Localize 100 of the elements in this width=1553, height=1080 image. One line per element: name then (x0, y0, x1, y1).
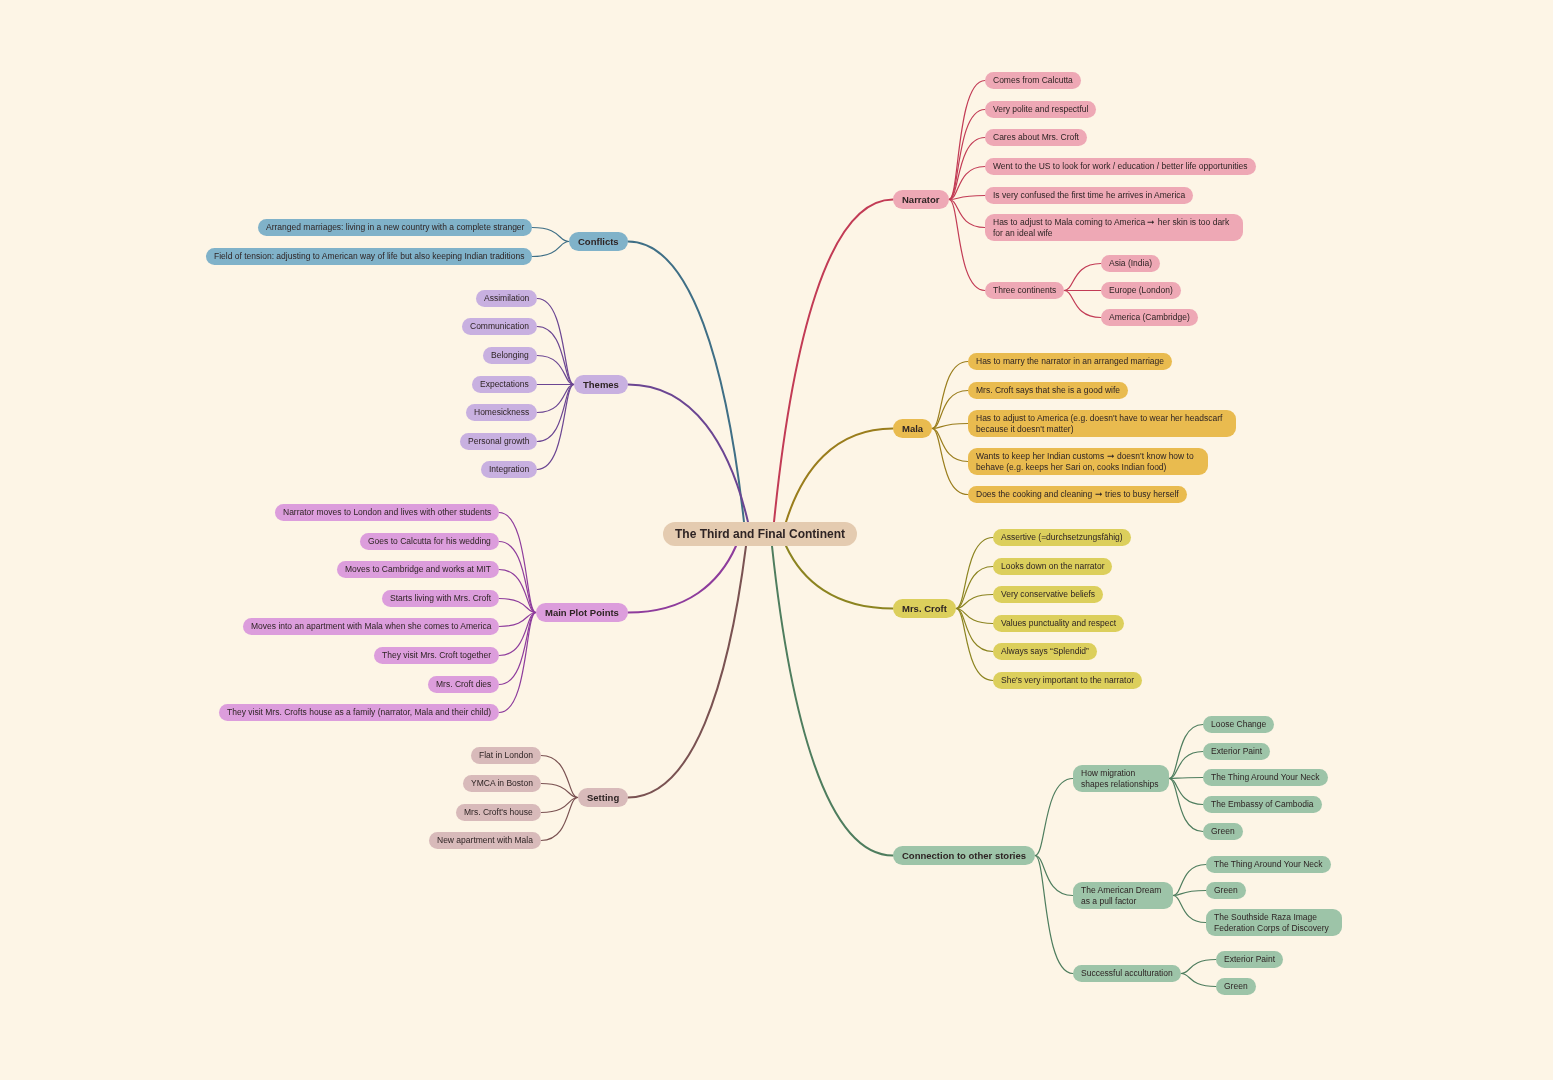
connector-line (1168, 723, 1204, 780)
subtopic: Goes to Calcutta for his wedding (360, 533, 499, 550)
branch-topic: Themes (574, 375, 628, 394)
connector-line (948, 198, 986, 292)
connector-line (531, 226, 570, 243)
subtopic: Exterior Paint (1216, 951, 1284, 968)
subtopic: Personal growth (460, 433, 538, 450)
connector-line (955, 565, 994, 610)
connector-line (773, 198, 894, 523)
subtopic: Three continents (985, 282, 1065, 299)
subtopic: Wants to keep her Indian customs ➞ doesn't know how to behave (e.g. keeps her Sari on, cooks Indian food) (968, 448, 1208, 476)
branch-topic: Mala (893, 419, 933, 438)
connector-line (498, 568, 537, 614)
connector-line (498, 611, 537, 628)
subtopic: Exterior Paint (1203, 743, 1271, 760)
branch-topic: Setting (578, 788, 629, 807)
connector-line (955, 536, 994, 610)
subtopic: The Embassy of Cambodia (1203, 796, 1322, 813)
subtopic: The American Dream as a pull factor (1073, 882, 1173, 910)
subtopic: Assertive (=durchsetzungsfähig) (993, 529, 1131, 546)
connector-line (771, 545, 894, 857)
connector-line (540, 754, 579, 799)
connector-line (627, 383, 749, 523)
subtopic: Has to adjust to America (e.g. doesn't have to wear her headscarf because it doesn't matter) (968, 410, 1236, 438)
connector-line (1034, 854, 1074, 975)
subtopic: Homesickness (466, 404, 538, 421)
branch-topic: Mrs. Croft (893, 599, 956, 618)
connector-line (627, 240, 745, 523)
subtopic: Successful acculturation (1073, 965, 1181, 982)
subtopic: The Thing Around Your Neck (1203, 769, 1328, 786)
subtopic: Has to adjust to Mala coming to America ➞ her skin is too dark for an ideal wife (985, 214, 1243, 242)
branch-topic: Connection to other stories (893, 846, 1036, 865)
subtopic: They visit Mrs. Crofts house as a family (narrator, Mala and their child) (219, 704, 500, 721)
subtopic: Mrs. Croft's house (456, 804, 541, 821)
subtopic: The Southside Raza Image Federation Corps of Discovery (1206, 909, 1342, 937)
connector-line (955, 607, 994, 625)
subtopic: Flat in London (471, 747, 541, 764)
subtopic: Narrator moves to London and lives with other students (275, 504, 500, 521)
subtopic: YMCA in Boston (463, 775, 541, 792)
subtopic: She's very important to the narrator (993, 672, 1142, 689)
connector-line (948, 165, 986, 201)
branch-topic: Conflicts (569, 232, 628, 251)
subtopic: Green (1206, 882, 1246, 899)
subtopic: Always says “Splendid” (993, 643, 1097, 660)
subtopic: Went to the US to look for work / education / better life opportunities (985, 158, 1256, 175)
subtopic: New apartment with Mala (429, 832, 541, 849)
subtopic: Mrs. Croft says that she is a good wife (968, 382, 1129, 399)
subtopic: Arranged marriages: living in a new country with a complete stranger (258, 219, 533, 236)
branch-topic: Narrator (893, 190, 949, 209)
connector-line (540, 782, 579, 799)
connector-line (931, 422, 969, 430)
subtopic: Communication (462, 318, 538, 335)
connector-line (627, 545, 737, 614)
connector-line (931, 360, 969, 430)
connector-line (785, 545, 894, 610)
subtopic: Moves into an apartment with Mala when she comes to America (243, 618, 500, 635)
subtopic: Field of tension: adjusting to American way of life but also keeping Indian traditions (206, 248, 533, 265)
subtopic: Does the cooking and cleaning ➞ tries to busy herself (968, 486, 1187, 503)
connector-line (1172, 863, 1207, 897)
connector-line (1172, 894, 1207, 924)
connector-line (1168, 777, 1204, 806)
subtopic: Europe (London) (1101, 282, 1181, 299)
subtopic: They visit Mrs. Croft together (374, 647, 500, 664)
connector-line (785, 427, 894, 523)
connector-line (498, 597, 537, 614)
subtopic: Looks down on the narrator (993, 558, 1113, 575)
subtopic: Loose Change (1203, 716, 1275, 733)
subtopic: America (Cambridge) (1101, 309, 1198, 326)
subtopic: Integration (481, 461, 538, 478)
connector-line (948, 79, 986, 201)
connector-line (1180, 972, 1217, 988)
subtopic: Mrs. Croft dies (428, 676, 500, 693)
connector-line (955, 607, 994, 682)
connector-line (1034, 854, 1074, 897)
subtopic: Is very confused the first time he arrives in America (985, 187, 1194, 204)
subtopic: Green (1203, 823, 1243, 840)
subtopic: Green (1216, 978, 1256, 995)
central-topic: The Third and Final Continent (663, 522, 857, 546)
connector-line (536, 325, 575, 386)
subtopic: Belonging (483, 347, 537, 364)
connector-line (931, 427, 969, 496)
connector-line (540, 796, 579, 814)
connector-line (498, 611, 537, 686)
subtopic: Comes from Calcutta (985, 72, 1081, 89)
branch-topic: Main Plot Points (536, 603, 628, 622)
subtopic: Cares about Mrs. Croft (985, 129, 1087, 146)
subtopic: The Thing Around Your Neck (1206, 856, 1331, 873)
connector-line (1168, 777, 1204, 833)
subtopic: Values punctuality and respect (993, 615, 1125, 632)
connector-line (627, 545, 747, 799)
subtopic: Moves to Cambridge and works at MIT (337, 561, 499, 578)
subtopic: Has to marry the narrator in an arranged marriage (968, 353, 1173, 370)
connector-line (1180, 958, 1217, 975)
subtopic: Starts living with Mrs. Croft (382, 590, 500, 607)
connector-line (1034, 777, 1074, 857)
connector-line (1168, 750, 1204, 780)
connector-line (540, 796, 579, 842)
subtopic: Assimilation (476, 290, 538, 307)
connector-line (948, 198, 986, 229)
subtopic: Asia (India) (1101, 255, 1160, 272)
